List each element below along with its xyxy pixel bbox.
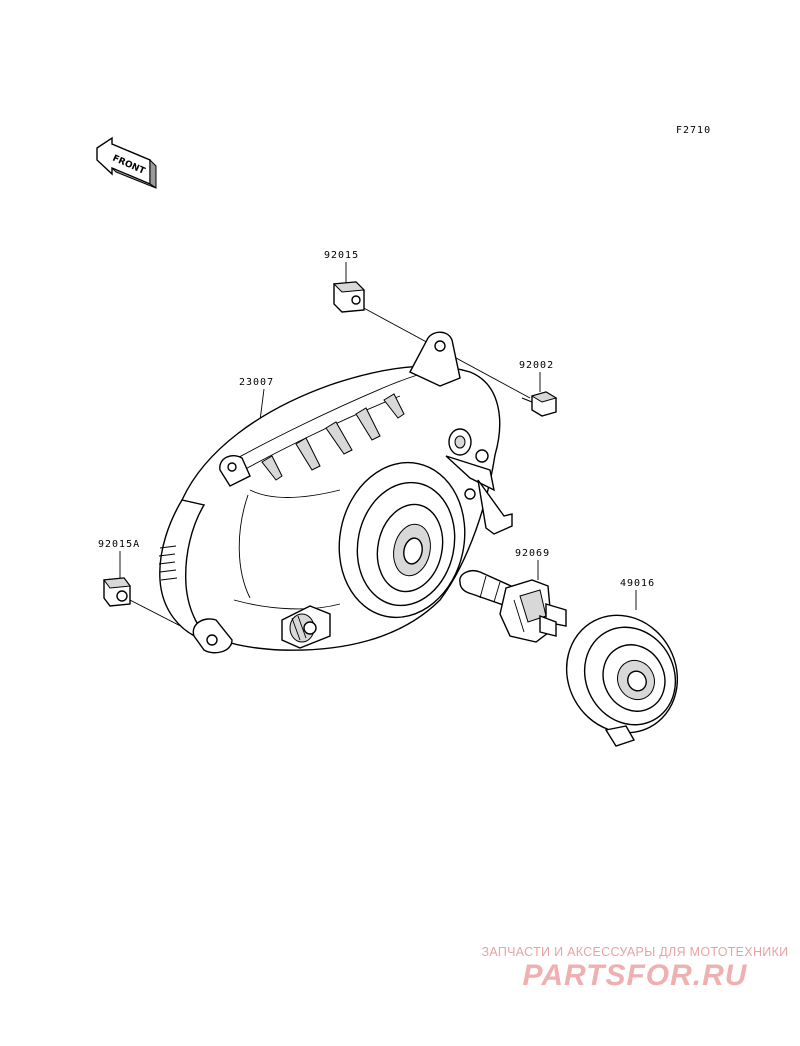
clip-nut-left <box>103 577 131 607</box>
bolt <box>521 391 558 417</box>
callout-92069: 92069 <box>515 548 550 559</box>
callout-92015a: 92015A <box>98 539 140 550</box>
callout-49016: 49016 <box>620 578 655 589</box>
vent-slots <box>158 545 178 581</box>
headlight-housing <box>158 331 513 654</box>
watermark-tagline: ЗАПЧАСТИ И АКСЕССУАРЫ ДЛЯ МОТОТЕХНИКИ <box>481 945 789 959</box>
housing-ribs <box>261 393 405 481</box>
adjuster-screw-bottom <box>281 605 331 649</box>
reflector-bowl <box>338 461 466 619</box>
adjuster-screw-top <box>445 428 513 535</box>
figure-code: F2710 <box>676 125 711 136</box>
clip-nut-top <box>332 281 366 313</box>
bulb-cover <box>565 614 679 747</box>
watermark: ЗАПЧАСТИ И АКСЕССУАРЫ ДЛЯ МОТОТЕХНИКИ PA… <box>480 945 790 993</box>
halogen-bulb <box>459 570 567 643</box>
front-arrow-icon: FRONT <box>96 136 157 189</box>
watermark-logo: PARTSFOR.RU <box>522 959 748 992</box>
callout-23007: 23007 <box>239 377 274 388</box>
callout-92002: 92002 <box>519 360 554 371</box>
callout-92015: 92015 <box>324 250 359 261</box>
